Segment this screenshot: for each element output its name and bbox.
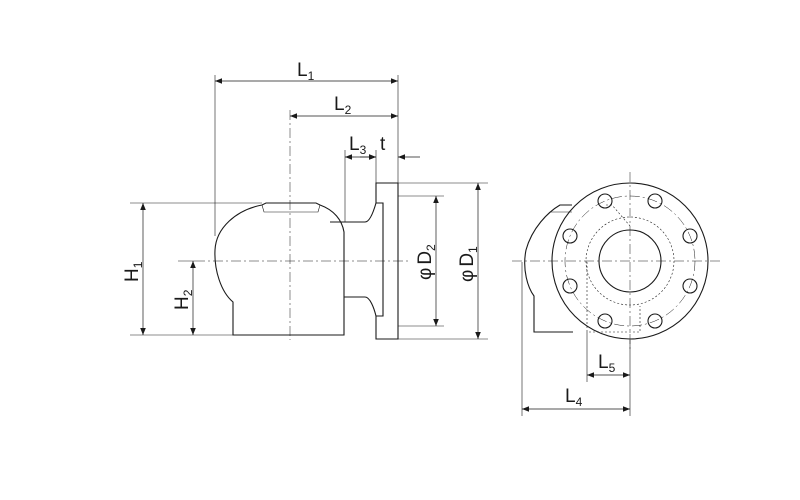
neck	[330, 202, 377, 317]
bolt-hole	[647, 313, 663, 329]
boss-top	[261, 204, 321, 213]
bolt-hole	[682, 228, 698, 244]
bolt-hole	[682, 278, 698, 294]
bolt-hole	[597, 313, 613, 329]
label-t: t	[380, 134, 386, 155]
bolt-hole	[562, 278, 578, 294]
bolt-holes	[562, 193, 698, 329]
label-H1: H1	[122, 261, 145, 282]
side-view	[195, 110, 408, 340]
hidden-passage	[586, 204, 641, 333]
bolt-hole	[647, 193, 663, 209]
bolt-hole	[562, 228, 578, 244]
label-D2: φD2	[415, 244, 438, 280]
label-L1: L1	[297, 60, 315, 83]
front-extension-lines	[521, 262, 631, 416]
front-view	[512, 172, 722, 350]
body-outline	[214, 202, 345, 336]
label-D1: φD1	[457, 246, 480, 282]
label-H2: H2	[172, 289, 195, 310]
label-L3: L3	[349, 134, 367, 157]
label-L2: L2	[334, 94, 352, 117]
front-body-outline	[524, 204, 573, 333]
label-L4: L4	[565, 386, 583, 409]
flange	[375, 182, 399, 340]
bolt-hole	[597, 193, 613, 209]
label-L5: L5	[598, 352, 616, 375]
